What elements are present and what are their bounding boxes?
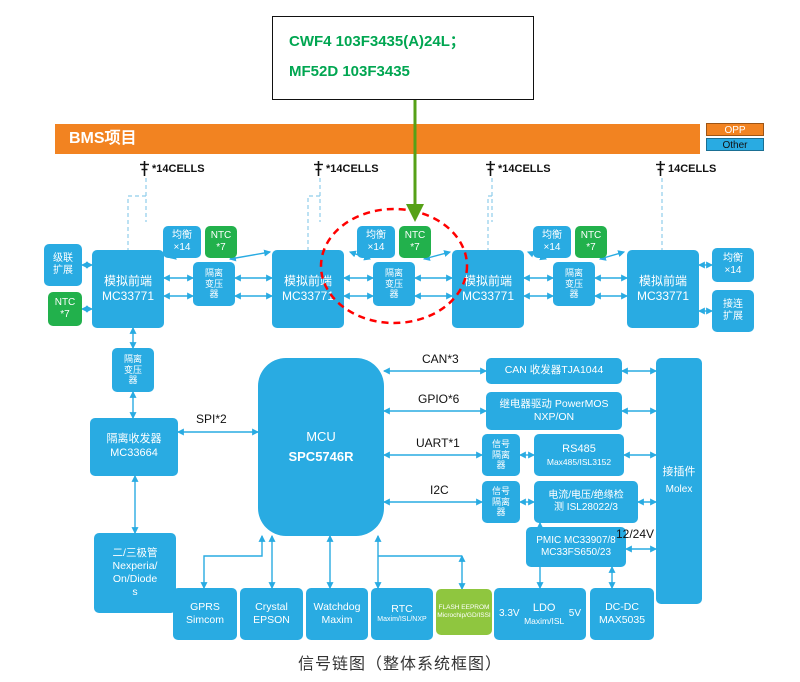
ntc-block-3: NTC*7 bbox=[575, 226, 607, 258]
legend-other: Other bbox=[706, 138, 764, 151]
callout-line-2: MF52D 103F3435 bbox=[289, 63, 410, 80]
current-voltage-sense-block: 电流/电压/绝缘检测 ISL28022/3 bbox=[534, 481, 638, 523]
isolation-transformer-3: 隔离变压器 bbox=[553, 262, 595, 306]
cell-connector-icon bbox=[314, 161, 323, 176]
cells-label-2: *14CELLS bbox=[314, 161, 379, 176]
cell-connector-icon bbox=[140, 161, 149, 176]
balance-block-1: 均衡×14 bbox=[163, 226, 201, 258]
uart-bus-label: UART*1 bbox=[416, 436, 460, 450]
ldo-3v3-label: 3.3V bbox=[499, 607, 520, 619]
ntc-block-2: NTC*7 bbox=[399, 226, 431, 258]
cell-connector-icon bbox=[656, 161, 665, 176]
cells-label-3: *14CELLS bbox=[486, 161, 551, 176]
signal-isolator-block-1: 信号隔离器 bbox=[482, 434, 520, 476]
bms-project-header: BMS项目 bbox=[55, 124, 700, 154]
ldo-block: 3.3V LDO Maxim/ISL 5V bbox=[494, 588, 586, 640]
i2c-bus-label: I2C bbox=[430, 483, 449, 497]
callout-line-1: CWF4 103F3435(A)24L； bbox=[289, 33, 465, 50]
balance-block-right: 均衡×14 bbox=[712, 248, 754, 282]
cells-label-4: 14CELLS bbox=[656, 161, 716, 176]
isolation-transformer-2: 隔离变压器 bbox=[373, 262, 415, 306]
power-rail-label: 12/24V bbox=[616, 527, 655, 541]
isolation-transformer-1: 隔离变压器 bbox=[193, 262, 235, 306]
cell-connector-icon bbox=[486, 161, 495, 176]
balance-block-3: 均衡×14 bbox=[533, 226, 571, 258]
balance-block-2: 均衡×14 bbox=[357, 226, 395, 258]
signal-isolator-block-2: 信号隔离器 bbox=[482, 481, 520, 523]
cells-label-1: *14CELLS bbox=[140, 161, 205, 176]
gpio-bus-label: GPIO*6 bbox=[418, 392, 460, 406]
can-bus-label: CAN*3 bbox=[422, 352, 459, 366]
ntc-block-1: NTC*7 bbox=[205, 226, 237, 258]
legend-opp: OPP bbox=[706, 123, 764, 136]
ntc-block-left: NTC*7 bbox=[48, 292, 82, 326]
cascade-expand-block: 级联扩展 bbox=[44, 244, 82, 286]
thermistor-callout-box: CWF4 103F3435(A)24L； MF52D 103F3435 bbox=[272, 16, 534, 100]
diagram-caption: 信号链图（整体系统框图） bbox=[297, 656, 502, 673]
link-expand-block: 接连扩展 bbox=[712, 290, 754, 332]
isolation-transformer-bottom: 隔离变压器 bbox=[112, 348, 154, 392]
spi-bus-label: SPI*2 bbox=[196, 412, 227, 426]
can-transceiver-block: CAN 收发器TJA1044 bbox=[486, 358, 622, 384]
ldo-5v-label: 5V bbox=[568, 607, 581, 619]
